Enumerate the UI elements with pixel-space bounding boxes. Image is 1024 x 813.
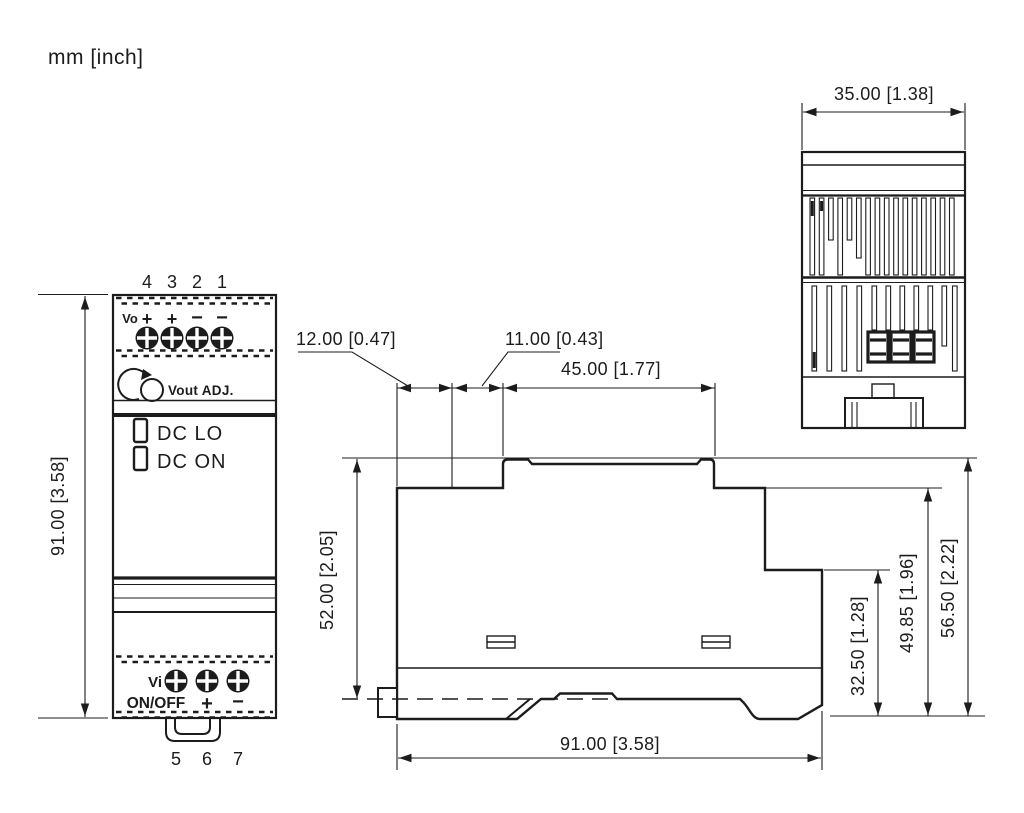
front-height-dimension: 91.00 [3.58] <box>38 293 108 719</box>
terminal-number-5: 5 <box>171 749 181 769</box>
onoff-label: ON/OFF <box>127 695 186 712</box>
front-view: 91.00 [3.58] 4 3 2 1 Vo + + − − <box>38 272 278 769</box>
top-terminal-windows <box>866 330 936 364</box>
din-latch-tab <box>165 719 221 742</box>
dim-56-5-label: 56.50 [2.22] <box>938 538 958 638</box>
front-castellation-upper <box>116 349 273 358</box>
input-plus-sign: + <box>201 693 213 715</box>
front-castellation-bottom <box>116 710 273 719</box>
plus-sign: + <box>167 309 178 329</box>
minus-sign: − <box>191 307 203 329</box>
side-vent-slot <box>486 635 516 649</box>
side-latch-tab <box>377 687 398 718</box>
dim-32-5-label: 32.50 [1.28] <box>848 596 868 696</box>
terminal-number-6: 6 <box>202 749 212 769</box>
side-top-dimensions: 12.00 [0.47] 11.00 [0.43] 45.00 [1.77] <box>296 329 715 393</box>
screw-terminal-icon <box>210 326 234 350</box>
dim-45-label: 45.00 [1.77] <box>561 359 661 379</box>
top-din-clip <box>844 383 924 429</box>
side-body-outline <box>395 458 824 721</box>
dim-91-label: 91.00 [3.58] <box>560 734 660 754</box>
side-dim-32-5: 32.50 [1.28] <box>848 570 883 716</box>
dc-lo-label: DC LO <box>157 423 223 445</box>
dim-11-label: 11.00 [0.43] <box>505 329 604 349</box>
side-dim-91: 91.00 [3.58] <box>398 734 821 763</box>
terminal-number-2: 2 <box>192 272 202 292</box>
terminal-number-7: 7 <box>233 749 243 769</box>
terminal-window-icon <box>889 330 913 364</box>
front-lower-divider-lines <box>113 576 276 613</box>
output-polarity-signs: + + − − <box>142 307 228 329</box>
dc-on-led-icon <box>132 445 149 472</box>
screw-terminal-icon <box>160 326 184 350</box>
plus-sign: + <box>142 309 153 329</box>
output-label: Vo <box>122 311 138 326</box>
top-lower-vent-slats <box>811 285 958 372</box>
dc-lo-led-icon <box>132 417 149 444</box>
terminal-number-4: 4 <box>142 272 152 292</box>
side-dim-56-5: 56.50 [2.22] <box>938 458 973 716</box>
dim-35-label: 35.00 [1.38] <box>834 84 934 104</box>
dim-52-label: 52.00 [2.05] <box>317 530 337 630</box>
input-minus-sign: − <box>232 691 244 713</box>
front-castellation-top <box>116 296 273 305</box>
side-dim-49-85: 49.85 [1.96] <box>897 488 933 716</box>
front-height-dim-label: 91.00 [3.58] <box>48 456 68 556</box>
terminal-window-icon <box>866 330 890 364</box>
side-view: 12.00 [0.47] 11.00 [0.43] 45.00 [1.77] 5… <box>296 329 985 770</box>
input-label: Vi <box>148 674 162 691</box>
dim-12-label: 12.00 [0.47] <box>296 329 396 349</box>
terminal-number-1: 1 <box>217 272 227 292</box>
front-castellation-lower <box>116 655 273 664</box>
input-screw-terminals <box>164 669 250 693</box>
terminal-window-icon <box>912 330 936 364</box>
dim-49-85-label: 49.85 [1.96] <box>897 553 917 653</box>
din-groove-slot <box>505 698 531 720</box>
front-terminal-numbers-top: 4 3 2 1 <box>142 272 227 292</box>
side-reference-lines <box>342 383 985 770</box>
screw-terminal-icon <box>185 326 209 350</box>
screw-terminal-icon <box>135 326 159 350</box>
side-dim-52: 52.00 [2.05] <box>317 459 362 698</box>
terminal-number-3: 3 <box>167 272 177 292</box>
top-width-dimension: 35.00 [1.38] <box>801 84 966 150</box>
top-view: 35.00 [1.38] <box>800 84 967 430</box>
screw-terminal-icon <box>226 669 250 693</box>
screw-terminal-icon <box>195 669 219 693</box>
front-body-outline <box>111 293 278 720</box>
top-upper-vent-slats <box>809 197 955 276</box>
minus-sign: − <box>216 307 228 329</box>
dc-on-label: DC ON <box>157 451 226 473</box>
output-screw-terminals <box>135 326 234 350</box>
screw-terminal-icon <box>164 669 188 693</box>
units-label: mm [inch] <box>48 46 144 69</box>
front-terminal-numbers-bottom: 5 6 7 <box>171 749 243 769</box>
vout-adj-label: Vout ADJ. <box>168 383 234 398</box>
side-vent-slot <box>701 635 731 649</box>
